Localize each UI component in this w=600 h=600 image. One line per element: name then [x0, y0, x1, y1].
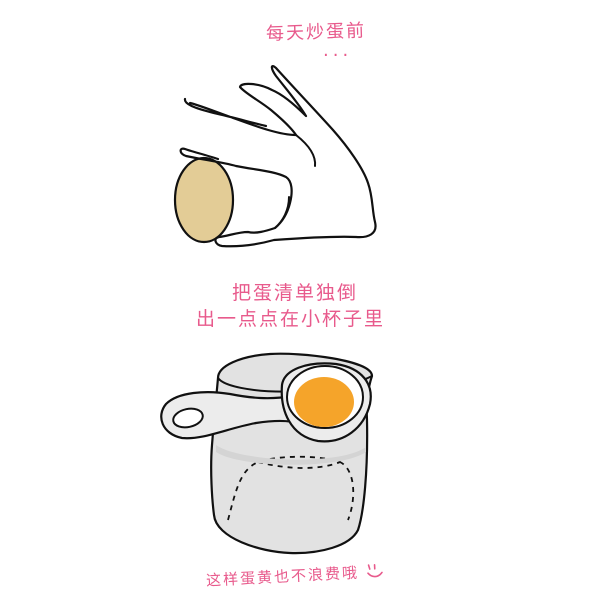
caption-middle-line2: 出一点点在小杯子里 [196, 308, 386, 330]
cup-handle-hole [172, 407, 204, 429]
caption-bottom: 这样蛋黄也不浪费哦 [206, 560, 385, 590]
glass-inner [227, 455, 355, 521]
smiley-icon [366, 564, 383, 578]
glass-shading [216, 445, 366, 465]
egg-yolk [294, 377, 354, 427]
caption-middle-line1: 把蛋清单独倒 [232, 282, 359, 304]
cup-handle [160, 391, 302, 440]
hand [179, 65, 377, 248]
caption-ellipsis: ... [323, 40, 353, 61]
egg [173, 156, 235, 244]
hand-detail [274, 134, 317, 229]
